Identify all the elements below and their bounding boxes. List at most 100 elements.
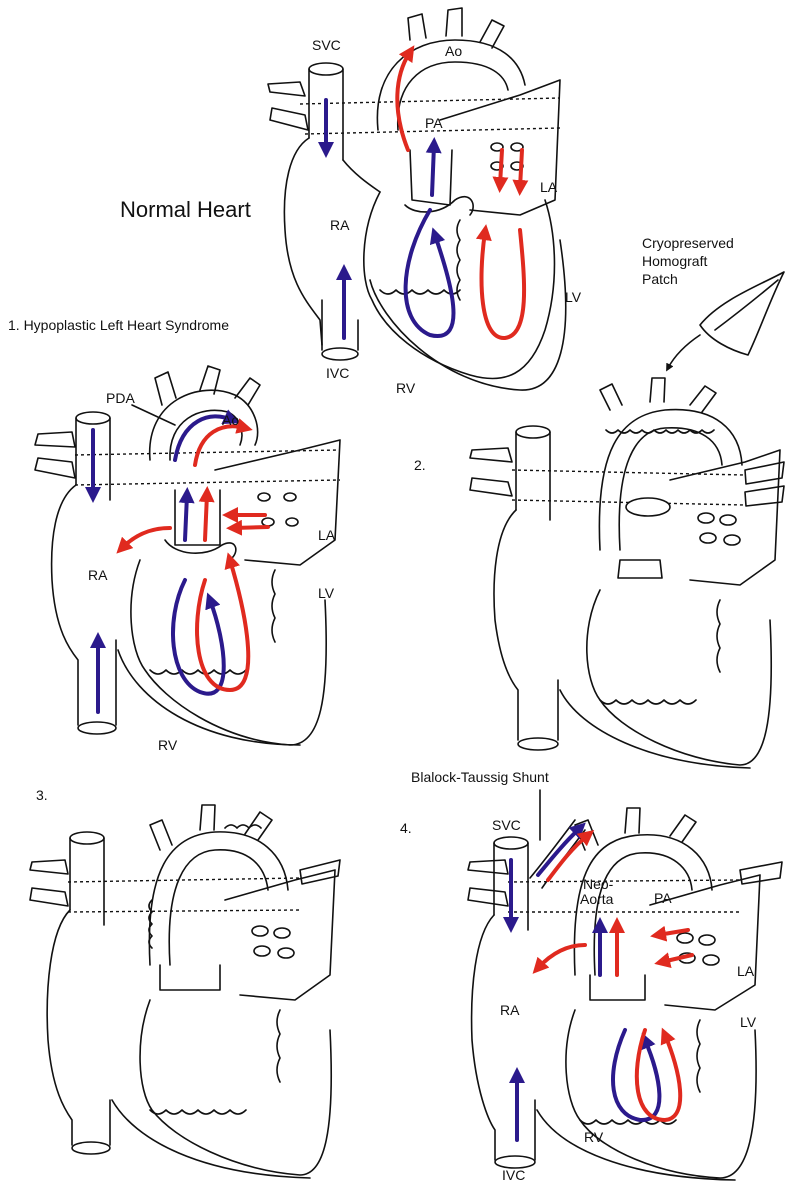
p2-ivc-opening: [518, 738, 558, 750]
p4-pv-ostium-2: [699, 935, 715, 945]
p3-right-pv: [30, 888, 68, 906]
p2-ventricle-base: [560, 690, 750, 768]
p4-septum: [697, 1020, 700, 1092]
p1-right-pv: [35, 458, 75, 478]
p1-svc-opening: [76, 412, 110, 424]
panel2-caption: 2.: [414, 457, 426, 473]
p1-rv-label: RV: [158, 737, 178, 753]
p1-ra-flow: [122, 528, 170, 548]
panel-3-diagram: 3.: [30, 787, 340, 1178]
p2-right-pa-branch: [470, 448, 512, 462]
p4-root: [590, 975, 645, 1000]
p1-asd-flow-2: [234, 527, 268, 528]
p4-pa-label: PA: [654, 890, 672, 906]
ra-label: RA: [330, 217, 350, 233]
p1-pv-ostium-1: [258, 493, 270, 501]
p3-arch-branches: [150, 805, 272, 850]
homograft-line3: Patch: [642, 271, 678, 287]
p1-ao-label: Ao: [222, 412, 239, 428]
p1-pa-trunk: [175, 490, 220, 545]
p2-ra-outline: [494, 510, 518, 740]
p4-rv-label: RV: [584, 1129, 604, 1145]
homograft-line1: Cryopreserved: [642, 235, 734, 251]
p4-ivc-label: IVC: [502, 1167, 525, 1182]
pv-flow-arrow-2: [520, 150, 522, 188]
arch-branches: [408, 8, 504, 48]
p1-pda-leader: [132, 405, 175, 425]
p3-arch-suture: [225, 825, 261, 828]
p3-septum: [277, 1010, 280, 1082]
svc-label: SVC: [312, 37, 341, 53]
p1-pv-ostium-3: [262, 518, 274, 526]
p4-left-pa-branch: [740, 862, 782, 884]
lv-flow-arrow: [482, 230, 525, 338]
p4-pv-flow-1: [658, 930, 688, 935]
pv-flow-arrow-1: [500, 150, 502, 185]
p4-neo-label-1: Neo-: [583, 876, 614, 892]
p1-ventricle-base: [118, 650, 300, 745]
p1-pda-label: PDA: [106, 390, 135, 406]
pulmonary-valve: [405, 197, 473, 215]
p2-trabeculae: [600, 700, 696, 704]
p2-pv-ostium-3: [700, 533, 716, 543]
p4-ra-outline: [472, 915, 495, 1160]
septum-trabeculae: [457, 220, 460, 300]
p3-root: [160, 965, 220, 990]
svc-opening: [309, 63, 343, 75]
p4-arch-branches: [575, 808, 696, 850]
ivc-opening: [322, 348, 358, 360]
pa-dashed-line: [300, 98, 560, 104]
p2-right-pv: [470, 478, 512, 496]
p4-dash-1: [508, 880, 740, 882]
p1-arch-branches: [155, 366, 260, 405]
p3-pv-ostium-2: [274, 928, 290, 938]
p3-pv-ostium-1: [252, 926, 268, 936]
ventricle-base: [370, 240, 566, 390]
p2-arch-inner: [619, 428, 722, 550]
ra-upper-wall: [343, 160, 380, 192]
p2-valve-stump: [618, 560, 662, 578]
p2-pv-ostium-4: [724, 535, 740, 545]
ivc-walls: [322, 300, 358, 350]
p1-la-outline: [215, 440, 340, 565]
normal-heart-title: Normal Heart: [120, 197, 251, 222]
p1-lv-label: LV: [318, 585, 335, 601]
panel1-caption: 1. Hypoplastic Left Heart Syndrome: [8, 317, 229, 333]
rv-flow-arrow: [406, 210, 454, 336]
p4-svc-label: SVC: [492, 817, 521, 833]
p1-septum: [272, 570, 275, 642]
p3-arch-outer: [149, 832, 288, 965]
homograft-patch-illustration: Cryopreserved Homograft Patch: [642, 235, 784, 368]
p3-right-pa-branch: [30, 860, 68, 874]
p2-pv-ostium-2: [720, 515, 736, 525]
p3-la-outline: [225, 870, 335, 1000]
p4-pv-ostium-4: [703, 955, 719, 965]
p2-svc-opening: [516, 426, 550, 438]
p4-ra-label: RA: [500, 1002, 520, 1018]
p4-la-label: LA: [737, 963, 755, 979]
p1-ventricles-outline: [131, 560, 326, 745]
panel-1-hlhs-diagram: 1. Hypoplastic Left Heart Syndrome: [8, 317, 340, 753]
p1-la-label: LA: [318, 527, 336, 543]
right-pulmonary-branch: [268, 82, 305, 96]
p1-mixed-flow-1: [205, 494, 207, 540]
p4-ra-flow: [538, 945, 585, 968]
p4-right-pa-branch: [468, 860, 508, 874]
panel4-caption: 4.: [400, 820, 412, 836]
right-atrium-outline: [284, 138, 322, 345]
p4-neo-label-2: Aorta: [580, 891, 614, 907]
p1-ra-outline: [52, 485, 78, 725]
p3-ivc-opening: [72, 1142, 110, 1154]
p2-pv-ostium-1: [698, 513, 714, 523]
p1-mixed-flow-2: [195, 426, 245, 465]
p3-pv-ostium-4: [278, 948, 294, 958]
p1-trabeculae: [150, 670, 246, 674]
rv-trabeculae: [380, 290, 460, 294]
p1-pv-ostium-2: [284, 493, 296, 501]
p4-pv-ostium-1: [677, 933, 693, 943]
p3-arch-inner: [169, 850, 268, 965]
p2-septum: [717, 600, 720, 672]
p2-pa-patch: [626, 498, 670, 516]
p3-svc-opening: [70, 832, 104, 844]
pa-label: PA: [425, 115, 443, 131]
